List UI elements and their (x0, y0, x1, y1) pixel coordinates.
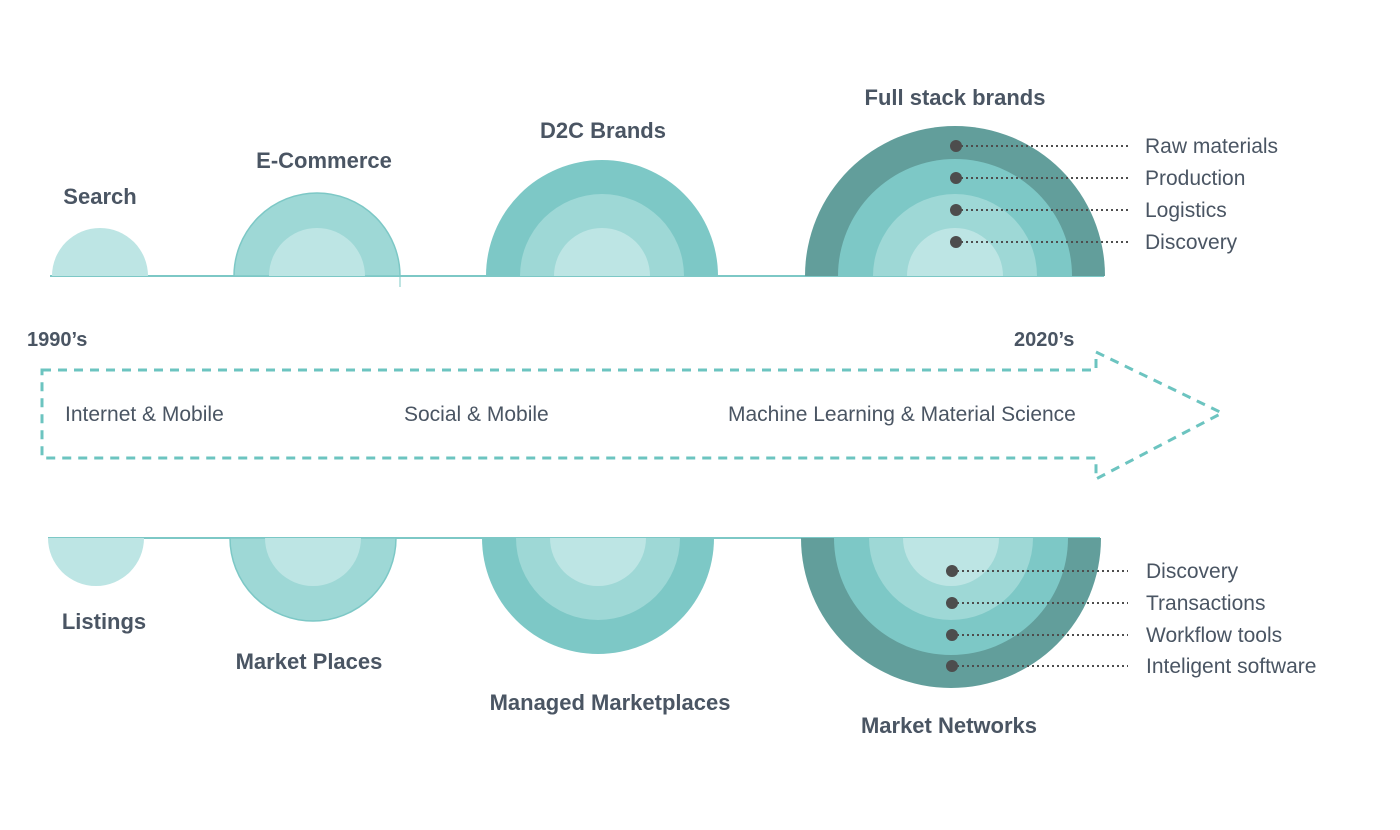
bottom-stage-networks: Market Networks (801, 538, 1101, 738)
bottom-stage-marketplaces-title: Market Places (236, 649, 383, 674)
bottom-stage-listings: Listings (48, 538, 146, 634)
bottom-stage-networks-title: Market Networks (861, 713, 1037, 738)
timeline-era-label: Machine Learning & Material Science (728, 403, 1076, 426)
top-stage-search-ring-1 (52, 228, 148, 276)
bottom-layer-label: Transactions (1146, 592, 1265, 615)
timeline-era-label: Internet & Mobile (65, 403, 224, 426)
top-stage-search-title: Search (63, 184, 136, 209)
top-stage-d2c: D2C Brands (486, 118, 718, 276)
top-stage-d2c-title: D2C Brands (540, 118, 666, 143)
bottom-stage-marketplaces: Market Places (229, 537, 397, 674)
top-stage-d2c-ring-1 (554, 228, 650, 276)
timeline-start-label: 1990’s (27, 329, 87, 351)
bottom-layer-item: Discovery (946, 560, 1239, 583)
top-stage-ecommerce-title: E-Commerce (256, 148, 392, 173)
top-stage-fullstack: Full stack brands (805, 85, 1105, 276)
top-stage-fullstack-title: Full stack brands (865, 85, 1046, 110)
timeline-arrow (40, 349, 1226, 482)
timeline-era-label: Social & Mobile (404, 403, 549, 426)
top-layer-item: Production (950, 167, 1245, 190)
bottom-stage-managed-ring-1 (550, 538, 646, 586)
bottom-layer-label: Inteligent software (1146, 655, 1316, 678)
top-layer-item: Raw materials (950, 135, 1278, 158)
top-stage-fullstack-ring-1 (907, 228, 1003, 276)
top-row: Search E-Commerce D2C Brands Full stack … (50, 85, 1278, 287)
timeline: 1990’s 2020’s Internet & Mobile Social &… (27, 329, 1226, 482)
timeline-end-label: 2020’s (1014, 329, 1074, 351)
bottom-layer-item: Workflow tools (946, 624, 1282, 647)
bottom-layer-label: Workflow tools (1146, 624, 1282, 647)
top-baseline (50, 275, 1104, 287)
bottom-stage-marketplaces-ring-1 (265, 538, 361, 586)
bottom-stage-listings-title: Listings (62, 609, 146, 634)
bottom-layer-item: Transactions (946, 592, 1265, 615)
top-layer-list: Raw materials Production Logistics Disco… (950, 135, 1278, 254)
top-stage-ecommerce: E-Commerce (233, 148, 401, 277)
bottom-layer-item: Inteligent software (946, 655, 1316, 678)
top-layer-label: Production (1145, 167, 1245, 190)
top-layer-label: Raw materials (1145, 135, 1278, 158)
bottom-stage-networks-ring-1 (903, 538, 999, 586)
top-layer-item: Logistics (950, 199, 1227, 222)
bottom-layer-label: Discovery (1146, 560, 1239, 583)
top-layer-label: Discovery (1145, 231, 1238, 254)
bottom-stage-managed-title: Managed Marketplaces (490, 690, 731, 715)
bottom-row: Listings Market Places Managed Marketpla… (48, 537, 1316, 738)
bottom-stage-listings-ring-1 (48, 538, 144, 586)
top-stage-ecommerce-ring-1 (269, 228, 365, 276)
bottom-stage-managed: Managed Marketplaces (482, 538, 730, 715)
top-stage-search: Search (52, 184, 148, 276)
top-layer-label: Logistics (1145, 199, 1227, 222)
bottom-layer-list: Discovery Transactions Workflow tools In… (946, 560, 1316, 678)
top-layer-item: Discovery (950, 231, 1238, 254)
